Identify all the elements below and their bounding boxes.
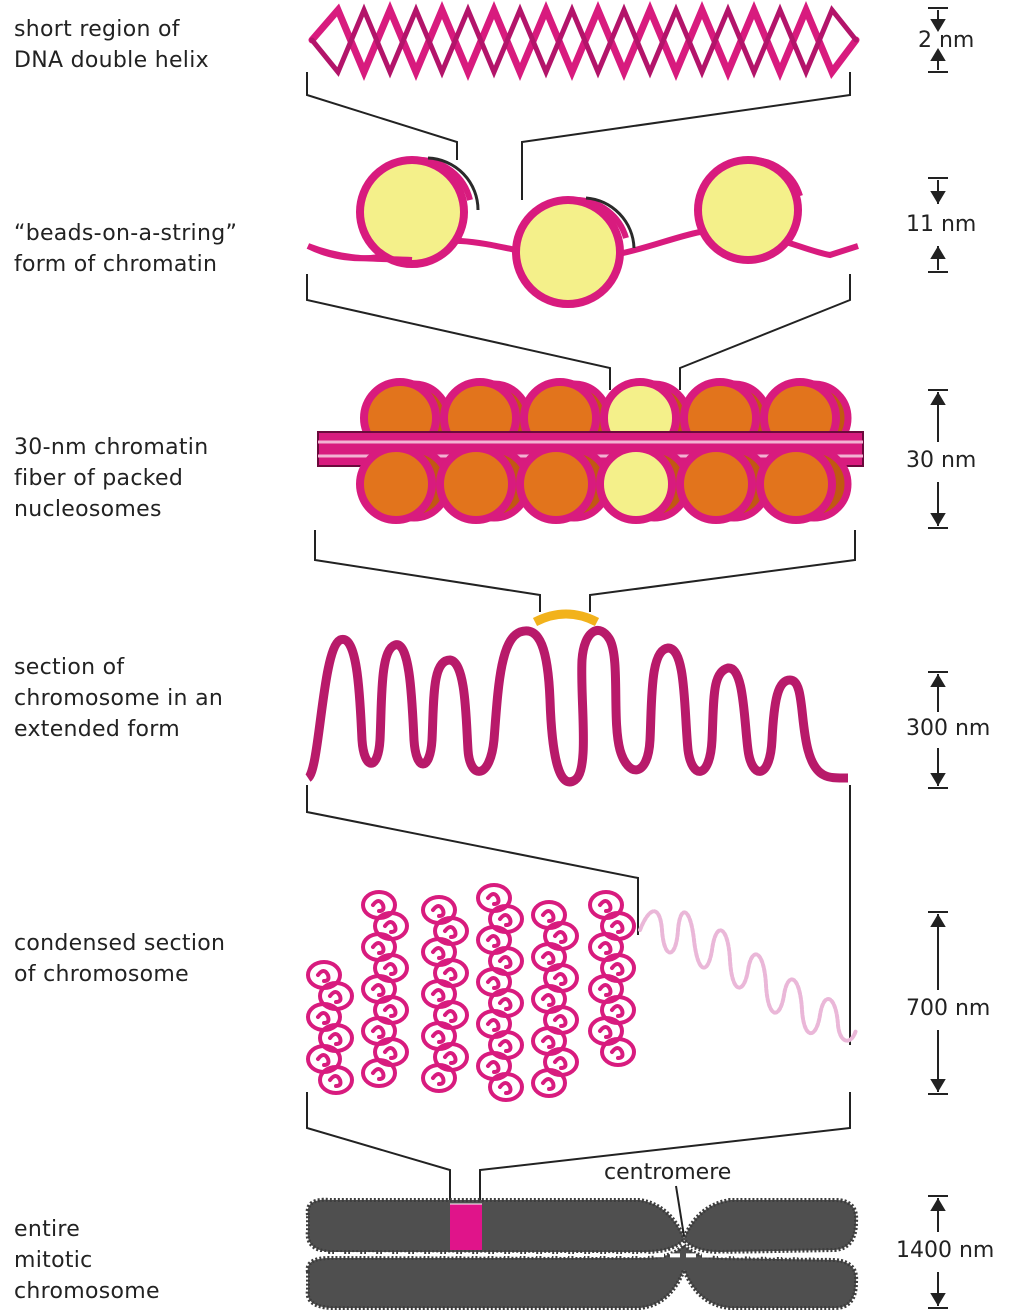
nucleosome-bottom [600, 448, 688, 520]
nucleosome-bead [698, 160, 800, 260]
label-line: chromosome [14, 1276, 160, 1307]
label-line: entire [14, 1214, 160, 1245]
label-line: form of chromatin [14, 249, 237, 280]
scale-label-700nm: 700 nm [906, 996, 990, 1021]
nucleosome-bottom [360, 448, 448, 520]
scale-label-11nm: 11 nm [906, 212, 976, 237]
connector-lines [307, 1092, 850, 1200]
mitotic-chromosome [308, 1186, 856, 1308]
nucleosome-bead [516, 198, 634, 304]
label-line: section of [14, 652, 223, 683]
extended-chromosome-section [308, 614, 848, 782]
centromere-label: centromere [604, 1160, 731, 1185]
nucleosome-bottom [440, 448, 528, 520]
condensed-loop-column [533, 902, 577, 1096]
label-line: extended form [14, 714, 223, 745]
label-line: mitotic [14, 1245, 160, 1276]
label-30nm-fiber: 30-nm chromatin fiber of packed nucleoso… [14, 432, 208, 525]
label-mitotic-chromosome: entire mitotic chromosome [14, 1214, 160, 1307]
dna-double-helix [312, 10, 856, 72]
condensed-loop-column [423, 897, 467, 1091]
label-line: short region of [14, 14, 209, 45]
condensed-chromosome-section [308, 885, 856, 1100]
label-condensed-section: condensed section of chromosome [14, 928, 225, 990]
30nm-chromatin-fiber [318, 382, 863, 520]
label-line: of chromosome [14, 959, 225, 990]
scale-label-1400nm: 1400 nm [896, 1238, 994, 1263]
nucleosome-bottom [760, 448, 848, 520]
highlighted-fiber-segment [535, 614, 597, 622]
condensed-loop-column [590, 892, 634, 1065]
scale-label-300nm: 300 nm [906, 716, 990, 741]
condensed-loop-column [308, 962, 352, 1093]
label-line: “beads-on-a-string” [14, 218, 237, 249]
nucleosome-bottom [520, 448, 608, 520]
scale-label-30nm: 30 nm [906, 448, 976, 473]
label-dna-double-helix: short region of DNA double helix [14, 14, 209, 76]
label-line: fiber of packed [14, 463, 208, 494]
highlighted-condensed-region [450, 1204, 482, 1250]
condensed-loop-column [363, 892, 407, 1086]
scale-label-2nm: 2 nm [918, 28, 974, 53]
label-line: DNA double helix [14, 45, 209, 76]
nucleosome-bottom [680, 448, 768, 520]
label-line: condensed section [14, 928, 225, 959]
label-beads-on-a-string: “beads-on-a-string” form of chromatin [14, 218, 237, 280]
label-extended-form: section of chromosome in an extended for… [14, 652, 223, 745]
nucleosome-bead [360, 158, 478, 264]
label-line: 30-nm chromatin [14, 432, 208, 463]
condensed-loop-column [478, 885, 522, 1100]
connector-lines [315, 530, 855, 612]
scale-bars [928, 8, 948, 1308]
label-line: nucleosomes [14, 494, 208, 525]
beads-on-a-string [308, 158, 858, 304]
label-line: chromosome in an [14, 683, 223, 714]
